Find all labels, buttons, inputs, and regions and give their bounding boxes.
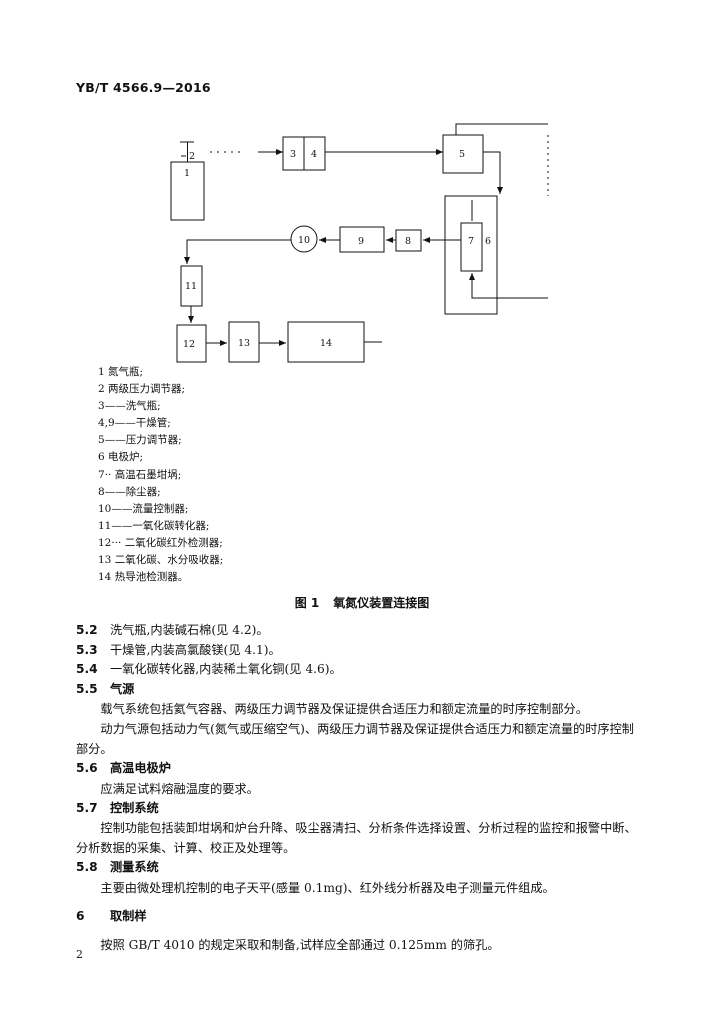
- label-10: 10: [298, 235, 310, 246]
- figure-title: 氧氮仪装置连接图: [333, 596, 430, 610]
- legend-item: 12··· 二氧化碳红外检测器;: [98, 536, 223, 549]
- figure-caption: 图 1 氧氮仪装置连接图: [0, 594, 724, 611]
- box-4-drying-tube: [303, 136, 326, 171]
- legend-item: 14 热导池检测器。: [98, 571, 189, 584]
- box-7-graphite-crucible: [460, 222, 483, 272]
- legend-item: 8——除尘器;: [98, 485, 161, 498]
- figure-legend: 1 氮气瓶; 2 两级压力调节器; 3——洗气瓶; 4,9——干燥管; 5——压…: [98, 364, 223, 586]
- box-6-electrode-furnace: [444, 195, 498, 315]
- legend-item: 6 电极炉;: [98, 451, 144, 464]
- legend-item: 5——压力调节器;: [98, 434, 182, 447]
- legend-item: 4,9——干燥管;: [98, 417, 171, 430]
- label-14: 14: [320, 338, 332, 349]
- box-5-pressure-regulator: [442, 134, 484, 174]
- label-8: 8: [405, 236, 411, 247]
- apparatus-diagram: 1 2 3 4 5 6 7 8 9 10 11 12 13 14: [170, 123, 549, 363]
- circle-10-flow-controller: [290, 225, 318, 253]
- section-6-paragraph: 按照 GB/T 4010 的规定采取和制备,试样应全部通过 0.125mm 的筛…: [100, 938, 500, 952]
- label-3: 3: [290, 149, 296, 160]
- section-5-6-paragraph: 应满足试料熔融温度的要求。: [100, 781, 259, 796]
- label-5: 5: [459, 149, 465, 160]
- section-5-7-paragraph: 控制功能包括装卸坩埚和炉台升降、吸尘器清扫、分析条件选择设置、分析过程的监控和报…: [76, 821, 637, 855]
- label-9: 9: [358, 236, 364, 247]
- legend-item: 11——一氧化碳转化器;: [98, 519, 210, 532]
- label-7: 7: [468, 236, 474, 247]
- page-number: 2: [76, 948, 83, 961]
- legend-item: 2 两级压力调节器;: [98, 383, 186, 396]
- box-13-co2-water-absorber: [228, 321, 260, 363]
- label-6: 6: [485, 236, 491, 247]
- legend-item: 3——洗气瓶;: [98, 400, 161, 413]
- figure-number: 图 1: [294, 596, 320, 610]
- label-13: 13: [238, 338, 250, 349]
- legend-item: 10——流量控制器;: [98, 502, 189, 515]
- label-12: 12: [183, 339, 195, 350]
- label-11: 11: [185, 281, 197, 292]
- legend-item: 1 氮气瓶;: [98, 366, 144, 378]
- legend-item: 13 二氧化碳、水分吸收器;: [98, 554, 224, 567]
- standard-code-header: YB/T 4566.9—2016: [76, 80, 211, 95]
- section-5-8-paragraph: 主要由微处理机控制的电子天平(感量 0.1mg)、红外线分析器及电子测量元件组成…: [100, 880, 555, 895]
- legend-item: 7·· 高温石墨坩埚;: [98, 468, 182, 481]
- label-2: 2: [189, 151, 195, 162]
- label-1: 1: [184, 168, 190, 179]
- section-5-5-paragraph-1: 载气系统包括氦气容器、两级压力调节器及保证提供合适压力和额定流量的时序控制部分。: [100, 702, 588, 716]
- section-5-5-paragraph-2: 动力气源包括动力气(氮气或压缩空气)、两级压力调节器及保证提供合适压力和额定流量…: [76, 722, 634, 756]
- label-4: 4: [311, 149, 317, 160]
